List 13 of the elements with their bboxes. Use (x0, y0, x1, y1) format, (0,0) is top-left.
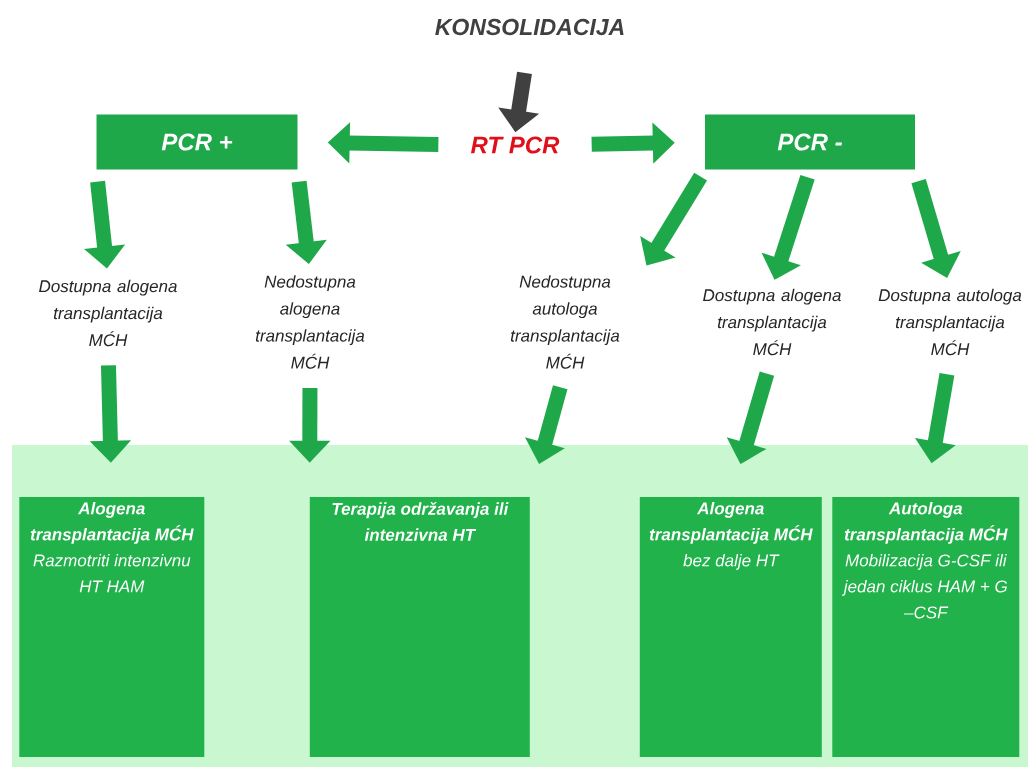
treatment-box: Alogena transplantacija MĆH bez dalje HT (639, 497, 822, 757)
heading: KONSOLIDACIJA (435, 18, 624, 36)
option-label: Dostupna autologa transplantacija MĆH (878, 288, 1022, 356)
result-box: PCR + (96, 114, 298, 170)
option-label: Dostupna alogena transplantacija MĆH (39, 279, 177, 347)
treatment-box: Terapija održavanja ili intenzivna HT (309, 497, 530, 757)
treatment-box: Autologa transplantacija MĆH Mobilizacija G-CSF ili jedan ciklus HAM + G –CSF (832, 497, 1020, 757)
result-box: PCR - (705, 114, 915, 170)
option-label: Nedostupna autologa transplantacija MĆH (510, 275, 620, 369)
treatment-box: Alogena transplantacija MĆH Razmotriti intenzivnu HT HAM (19, 497, 205, 757)
method-label: RT PCR (471, 136, 560, 154)
option-label: Nedostupna alogena transplantacija MĆH (255, 275, 365, 369)
option-label: Dostupna alogena transplantacija MĆH (703, 288, 841, 356)
